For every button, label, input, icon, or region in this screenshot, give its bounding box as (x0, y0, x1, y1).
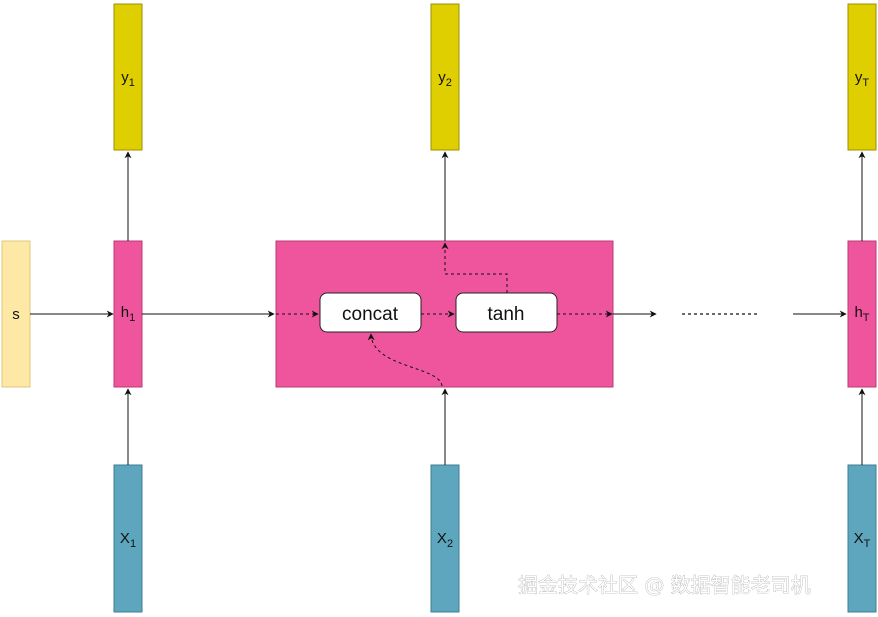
label-hT: hT (854, 304, 869, 324)
h1-box (113, 240, 143, 388)
yT-box (847, 3, 877, 151)
concat-label: concat (342, 304, 399, 325)
dashed-x2-to-concat (367, 333, 443, 387)
label-s: s (12, 306, 20, 323)
label-y1: y1 (121, 69, 135, 89)
concat-box (319, 292, 422, 333)
x1-box (113, 464, 143, 613)
y1-box (113, 3, 143, 151)
label-xT: XT (854, 530, 871, 550)
watermark: 掘金技术社区 @ 数据智能老司机 (518, 573, 811, 597)
label-yT: yT (855, 69, 870, 89)
tanh-label: tanh (488, 304, 525, 325)
y2-box (430, 3, 460, 151)
x2-box (430, 464, 460, 613)
dashed-tanh-to-top (441, 242, 508, 293)
label-h1: h1 (121, 304, 135, 324)
xT-box (847, 464, 877, 613)
label-x1: X1 (120, 530, 136, 550)
hT-box (847, 240, 877, 388)
label-x2: X2 (437, 530, 453, 550)
label-y2: y2 (438, 69, 452, 89)
